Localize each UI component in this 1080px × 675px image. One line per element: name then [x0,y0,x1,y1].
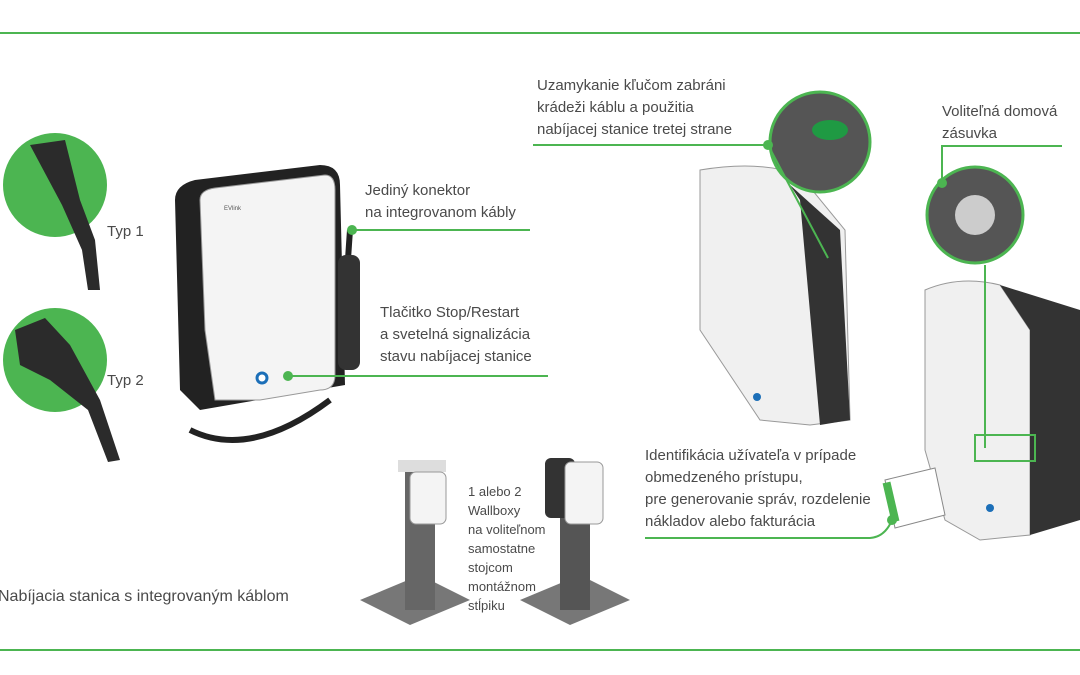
leader-dots [283,140,947,525]
callout-line: samostatne [468,541,536,556]
wallbox-integrated-cable [175,165,360,443]
callout-line: nákladov alebo fakturácia [645,513,816,530]
type1-label: Typ 1 [107,223,144,240]
callout-line: Wallboxy [468,503,521,518]
callout-line: obmedzeného prístupu, [645,469,803,486]
callout-line: Jediný konektor [365,182,471,199]
callout-line: krádeži káblu a použitia [537,99,694,116]
cable-handle [338,255,360,370]
callout-line: stĺpiku [468,598,505,613]
callout-stop-restart: Tlačitko Stop/Restart a svetelná signali… [380,302,532,368]
callout-pedestal: 1 alebo 2 Wallboxy na voliteľnom samosta… [468,482,546,615]
callout-identification: Identifikácia užívateľa v prípade obmedz… [645,445,871,533]
device-model-label: EVlink [224,206,242,212]
callout-line: Uzamykanie kľučom zabráni [537,77,726,94]
type2-label: Typ 2 [107,372,144,389]
callout-line: na voliteľnom [468,522,546,537]
callout-single-connector: Jediný konektor na integrovanom kábly [365,180,516,224]
type1-connector-icon [30,140,100,290]
callout-line: stavu nabíjacej stanice [380,348,532,365]
pedestal-double [520,458,630,625]
callout-line: stojcom [468,560,513,575]
leader-lines [288,144,1062,539]
callout-socket: Voliteľná domová zásuvka [942,101,1057,145]
callout-line: zásuvka [942,125,998,142]
callout-line: Identifikácia užívateľa v prípade [645,447,857,464]
wallbox-key-lock [699,90,872,426]
callout-line: 1 alebo 2 [468,484,522,499]
key-icon [812,120,848,140]
callout-line: na integrovanom kábly [365,204,516,221]
pedestal-single [360,460,470,625]
wallbox-socket [924,165,1080,541]
callout-line: montážnom [468,579,536,594]
callout-line: nabíjacej stanice tretej strane [537,121,733,138]
bottom-divider [0,649,1080,651]
caption: Nabíjacia stanica s integrovaným káblom [0,588,289,605]
top-divider [0,32,1080,34]
callout-line: Voliteľná domová [942,103,1058,120]
callout-line: a svetelná signalizácia [380,326,531,343]
callout-line: Tlačitko Stop/Restart [380,304,520,321]
rfid-card [882,467,946,529]
stop-restart-button [255,371,269,385]
type2-connector-icon [15,318,120,462]
callout-key-lock: Uzamykanie kľučom zabráni krádeži káblu … [537,75,732,141]
callout-line: pre generovanie správ, rozdelenie [645,491,871,508]
